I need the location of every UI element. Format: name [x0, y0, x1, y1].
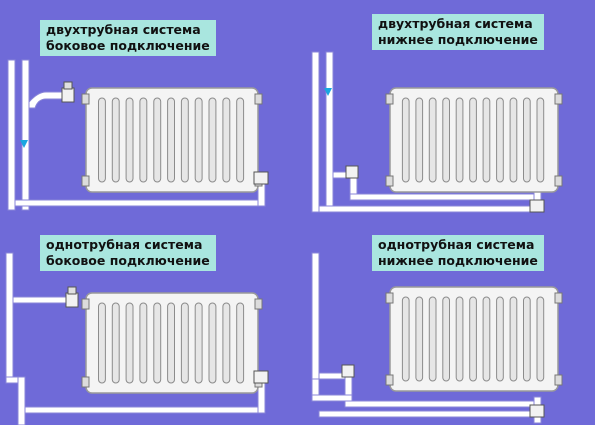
radiator-section: [482, 296, 491, 382]
radiator-section: [482, 97, 491, 183]
radiator: [385, 87, 563, 193]
radiator-plug: [81, 298, 90, 310]
radiator-section: [180, 302, 189, 384]
radiator: [81, 87, 263, 193]
radiator-section: [153, 302, 162, 384]
radiator-plug: [254, 93, 263, 105]
radiator-section: [401, 97, 410, 183]
scheme-one-pipe-side: однотрубная система боковое подключение: [0, 213, 297, 425]
radiator-section: [469, 97, 477, 183]
radiator-section: [469, 296, 477, 382]
two-pipe-side-diagram: [7, 59, 269, 211]
radiator-section: [180, 97, 189, 183]
radiator-section: [496, 296, 504, 382]
supply-valve-icon: [345, 165, 359, 179]
riser-pipes: [311, 252, 320, 384]
radiator-section: [496, 97, 504, 183]
caption-line-2: боковое подключение: [46, 38, 210, 53]
scheme-caption: однотрубная система боковое подключение: [40, 235, 216, 271]
riser-pipes: [311, 51, 334, 213]
scheme-caption: двухтрубная система боковое подключение: [40, 20, 216, 56]
radiator-section: [222, 97, 231, 183]
scheme-caption: однотрубная система нижнее подключение: [372, 235, 544, 271]
radiator-plug: [554, 175, 563, 187]
supply-valve-icon: [341, 364, 355, 378]
return-valve-icon: [253, 370, 269, 384]
radiator-plug: [385, 292, 394, 304]
radiator-plug: [554, 374, 563, 386]
radiator-section: [415, 296, 424, 382]
radiator: [385, 286, 563, 392]
caption-line-1: однотрубная система: [46, 237, 203, 252]
scheme-one-pipe-bottom: однотрубная система нижнее подключение: [298, 213, 595, 425]
caption-line-2: боковое подключение: [46, 253, 210, 268]
radiator-section: [111, 97, 120, 183]
radiator-section: [167, 302, 176, 384]
return-valve-icon: [529, 199, 545, 213]
radiator-plug: [385, 93, 394, 105]
radiator-section: [442, 296, 451, 382]
radiator-section: [98, 97, 106, 183]
caption-line-2: нижнее подключение: [378, 32, 538, 47]
radiator-plug: [554, 292, 563, 304]
radiator-section: [455, 296, 464, 382]
radiator-plug: [81, 93, 90, 105]
radiator-section: [139, 97, 148, 183]
radiator-section: [194, 302, 203, 384]
radiator-section: [98, 302, 106, 384]
two-pipe-bottom-diagram: [311, 51, 563, 213]
caption-line-1: однотрубная система: [378, 237, 535, 252]
scheme-caption: двухтрубная система нижнее подключение: [372, 14, 544, 50]
radiator-section: [536, 296, 545, 382]
radiator-section: [208, 97, 217, 183]
riser-pipes: [7, 59, 30, 211]
radiator-section: [125, 97, 134, 183]
radiator-section: [428, 296, 437, 382]
radiator-section: [125, 302, 134, 384]
radiator-plug: [81, 175, 90, 187]
supply-valve-icon: [65, 286, 79, 308]
radiator-section: [509, 296, 518, 382]
radiator-plug: [385, 175, 394, 187]
radiator-plug: [254, 298, 263, 310]
return-valve-icon: [253, 171, 269, 185]
radiator-section: [194, 97, 203, 183]
radiator-section: [111, 302, 120, 384]
radiator-plug: [385, 374, 394, 386]
connection-pipes: [5, 296, 266, 425]
connection-pipes: [14, 91, 266, 207]
radiator-section: [222, 302, 231, 384]
radiator-section: [523, 296, 531, 382]
caption-line-1: двухтрубная система: [46, 22, 201, 37]
radiator-section: [455, 97, 464, 183]
radiator-section: [509, 97, 518, 183]
one-pipe-side-diagram: [5, 252, 269, 425]
caption-line-1: двухтрубная система: [378, 16, 533, 31]
riser-pipes: [5, 252, 14, 384]
return-valve-icon: [529, 404, 545, 418]
radiator-section: [401, 296, 410, 382]
radiator-section: [139, 302, 148, 384]
radiator-section: [153, 97, 162, 183]
radiator-section: [415, 97, 424, 183]
radiator-section: [523, 97, 531, 183]
radiator-section: [442, 97, 451, 183]
radiator-section: [208, 302, 217, 384]
radiator-section: [236, 97, 245, 183]
radiator-section: [236, 302, 245, 384]
one-pipe-bottom-diagram: [311, 252, 563, 424]
radiator-plug: [554, 93, 563, 105]
radiator-section: [167, 97, 176, 183]
scheme-two-pipe-bottom: двухтрубная система нижнее подключение: [298, 0, 595, 213]
flow-arrow-icon: [324, 88, 332, 96]
radiator: [81, 292, 263, 394]
radiator-section: [536, 97, 545, 183]
scheme-two-pipe-side: двухтрубная система боковое подключение: [0, 0, 297, 212]
radiator-section: [428, 97, 437, 183]
caption-line-2: нижнее подключение: [378, 253, 538, 268]
supply-valve-icon: [61, 81, 75, 103]
flow-arrow-icon: [20, 140, 28, 148]
radiator-plug: [81, 376, 90, 388]
